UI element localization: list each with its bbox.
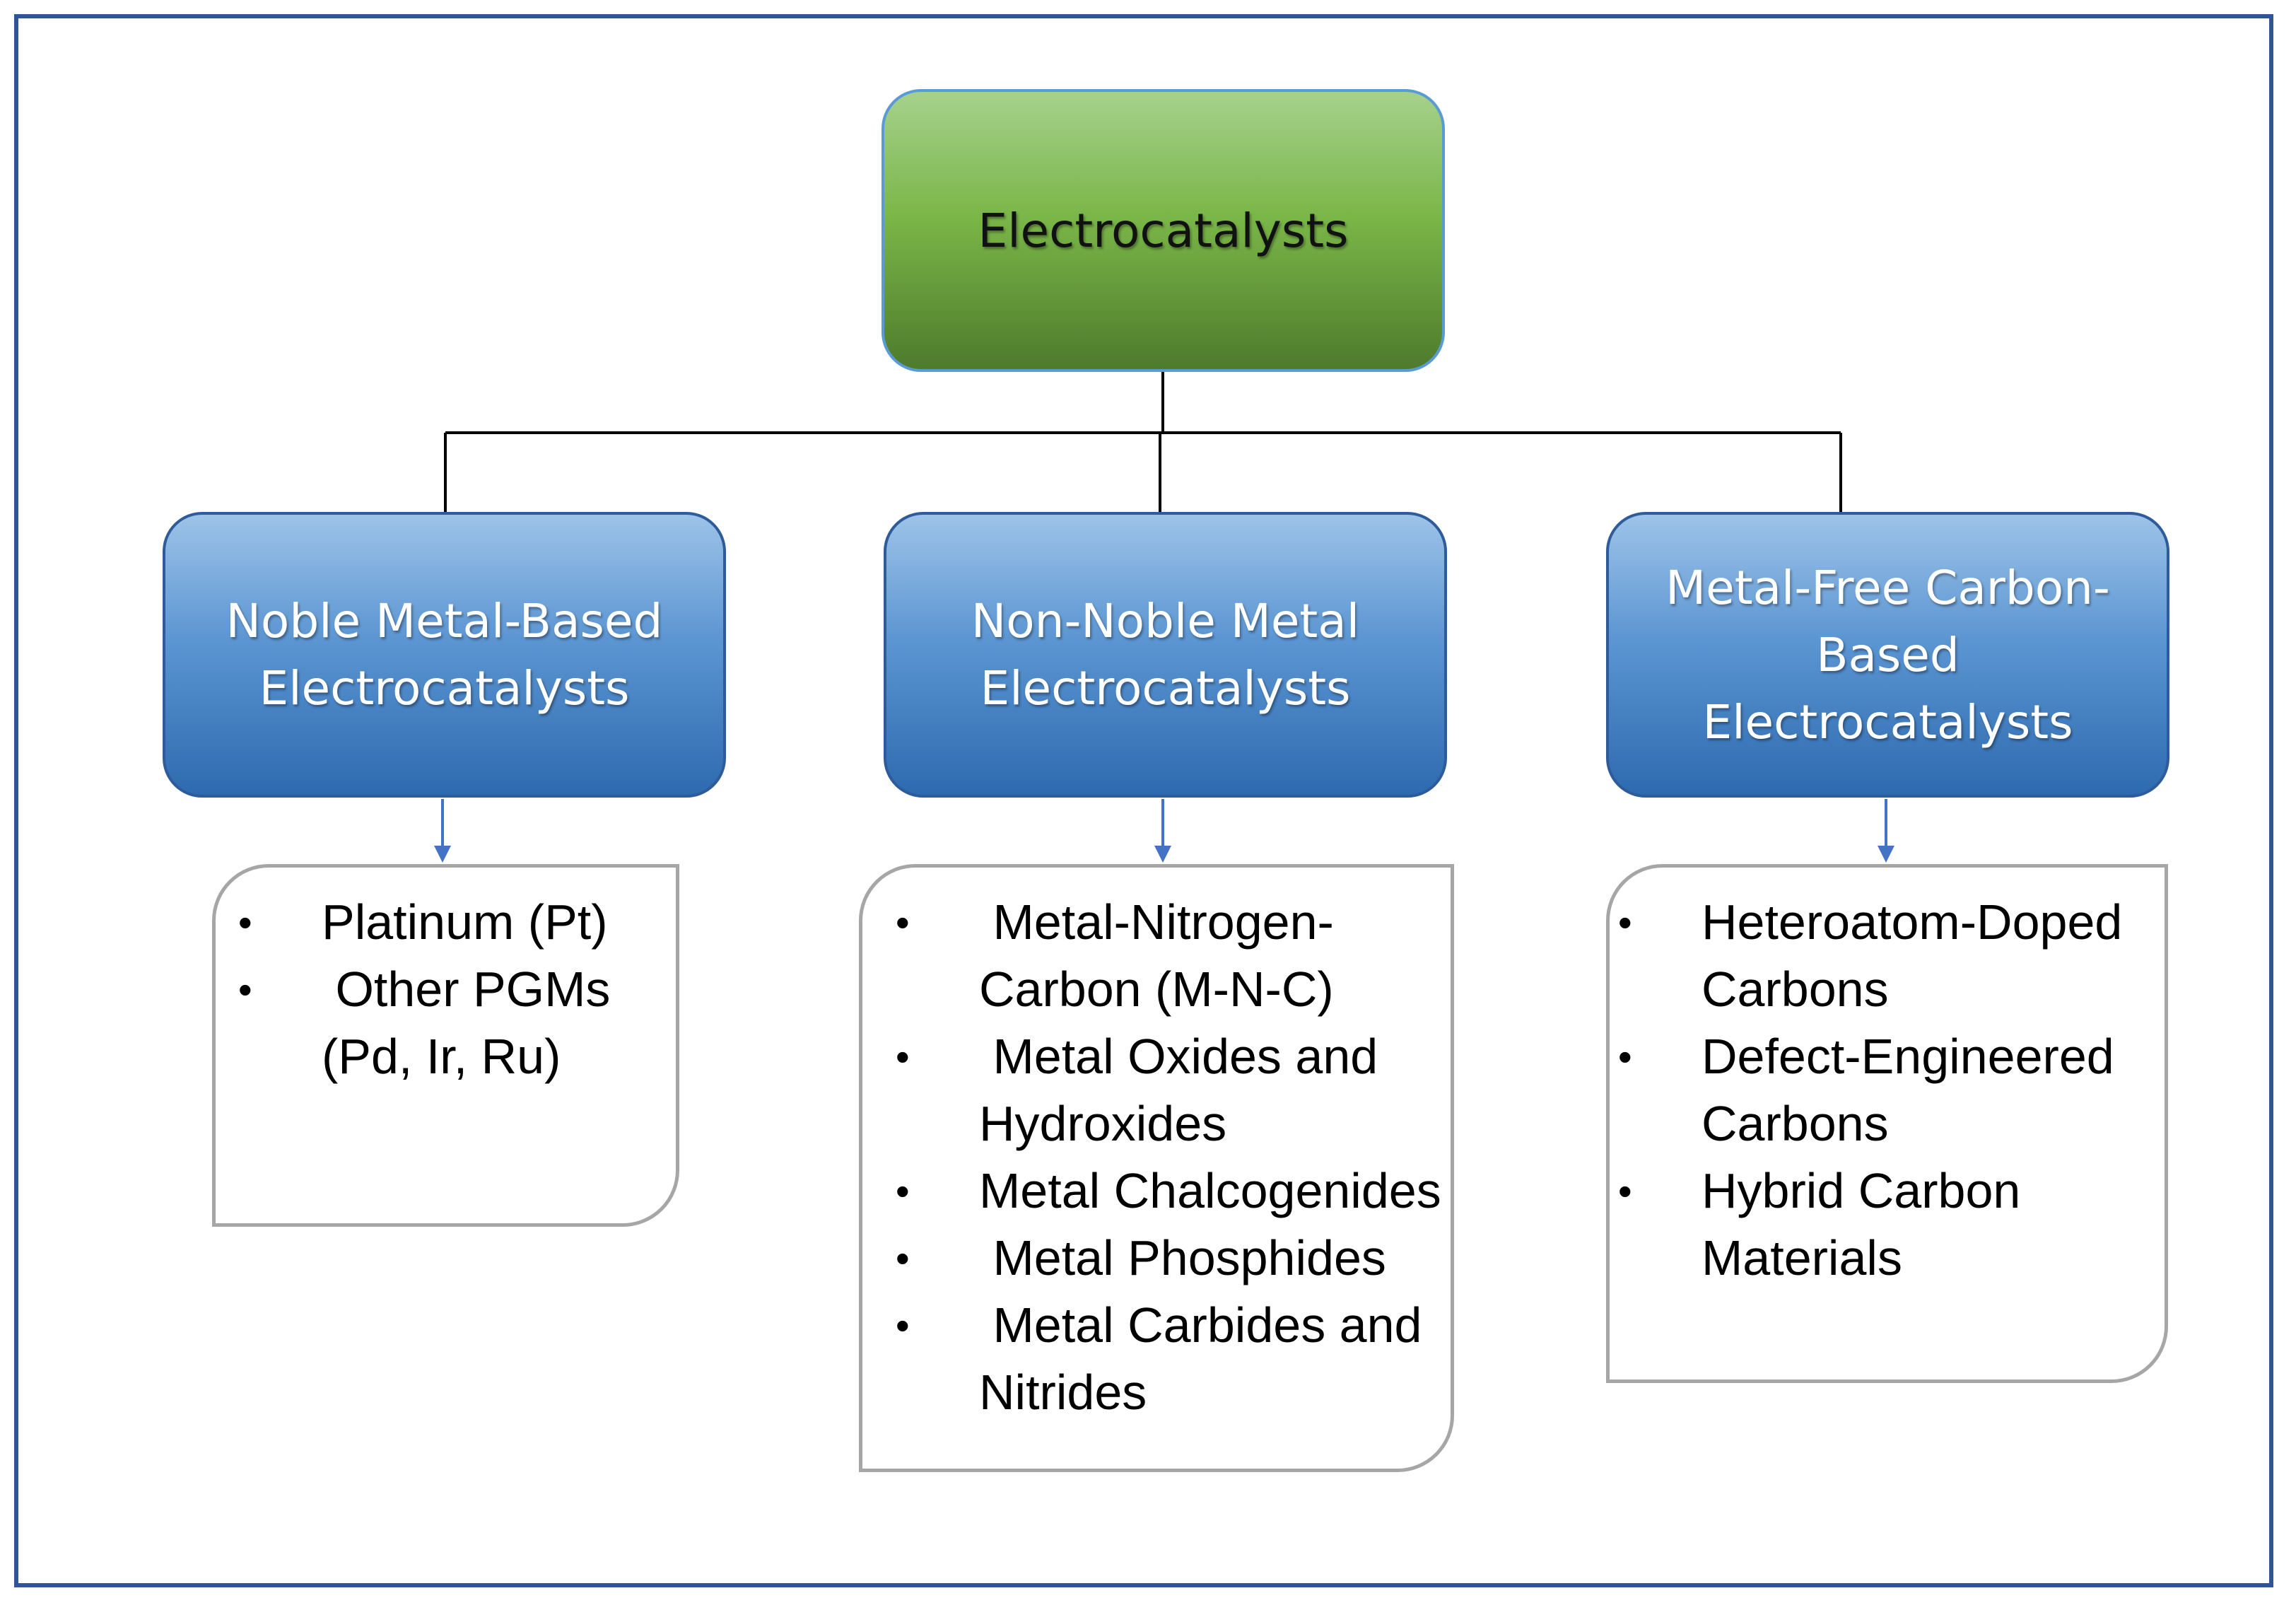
list-item-text: Metal Phosphides bbox=[979, 1230, 1386, 1285]
list-item: • Metal-Nitrogen-Carbon (M-N-C) bbox=[896, 889, 1446, 1023]
item-list: • Heteroatom-Doped Carbons • Defect-Engine… bbox=[1618, 889, 2154, 1292]
category-node-metalfree: Metal-Free Carbon-Based Electrocatalysts bbox=[1606, 512, 2169, 798]
list-item-text: Metal Oxides and Hydroxides bbox=[979, 1029, 1392, 1151]
list-item-text: Metal-Nitrogen-Carbon (M-N-C) bbox=[979, 894, 1334, 1017]
item-list: • Platinum (Pt) • Other PGMs (Pd, Ir, Ru) bbox=[238, 889, 661, 1090]
list-box-metalfree: • Heteroatom-Doped Carbons • Defect-Engine… bbox=[1606, 864, 2168, 1383]
bullet-icon: • bbox=[1618, 900, 1632, 945]
item-list: • Metal-Nitrogen-Carbon (M-N-C) • Metal … bbox=[896, 889, 1446, 1426]
bullet-icon: • bbox=[238, 967, 252, 1012]
list-box-noble: • Platinum (Pt) • Other PGMs (Pd, Ir, Ru) bbox=[212, 864, 679, 1227]
list-item: • Platinum (Pt) bbox=[238, 889, 661, 956]
outer-frame bbox=[14, 14, 2273, 1587]
list-item-text: Metal Carbides and Nitrides bbox=[979, 1297, 1436, 1420]
list-item: • Metal Chalcogenides bbox=[896, 1157, 1446, 1225]
arrowhead-nonnoble bbox=[1154, 846, 1171, 863]
list-item-text: Platinum (Pt) bbox=[322, 894, 608, 950]
list-item-text: Heteroatom-Doped Carbons bbox=[1702, 894, 2123, 1017]
category-label: Metal-Free Carbon-Based Electrocatalysts bbox=[1665, 560, 2110, 749]
root-node: Electrocatalysts bbox=[882, 89, 1445, 372]
arrowhead-noble bbox=[434, 846, 451, 863]
bullet-icon: • bbox=[896, 1303, 910, 1348]
list-box-nonnoble: • Metal-Nitrogen-Carbon (M-N-C) • Metal … bbox=[859, 864, 1454, 1472]
list-item: • Defect-Engineered Carbons bbox=[1618, 1023, 2154, 1157]
list-item: • Metal Phosphides bbox=[896, 1225, 1446, 1292]
bullet-icon: • bbox=[238, 900, 252, 945]
category-node-nonnoble: Non-Noble Metal Electrocatalysts bbox=[884, 512, 1447, 798]
list-item-text: Hybrid Carbon Materials bbox=[1702, 1163, 2021, 1285]
bullet-icon: • bbox=[896, 1034, 910, 1079]
list-item: • Hybrid Carbon Materials bbox=[1618, 1157, 2154, 1292]
arrowhead-metalfree bbox=[1878, 846, 1894, 863]
list-item: • Metal Oxides and Hydroxides bbox=[896, 1023, 1446, 1157]
bullet-icon: • bbox=[896, 1236, 910, 1281]
list-item: • Other PGMs (Pd, Ir, Ru) bbox=[238, 956, 661, 1090]
list-item-text: Other PGMs (Pd, Ir, Ru) bbox=[322, 962, 624, 1084]
list-item: • Metal Carbides and Nitrides bbox=[896, 1292, 1446, 1426]
list-item-text: Metal Chalcogenides bbox=[979, 1163, 1441, 1218]
category-node-noble: Noble Metal-Based Electrocatalysts bbox=[163, 512, 726, 798]
list-item: • Heteroatom-Doped Carbons bbox=[1618, 889, 2154, 1023]
bullet-icon: • bbox=[896, 1169, 910, 1213]
category-label: Noble Metal-Based Electrocatalysts bbox=[226, 594, 663, 716]
category-label: Non-Noble Metal Electrocatalysts bbox=[971, 594, 1360, 716]
root-label: Electrocatalysts bbox=[978, 203, 1349, 258]
list-item-text: Defect-Engineered Carbons bbox=[1702, 1029, 2114, 1151]
bullet-icon: • bbox=[1618, 1169, 1632, 1213]
bullet-icon: • bbox=[1618, 1034, 1632, 1079]
bullet-icon: • bbox=[896, 900, 910, 945]
